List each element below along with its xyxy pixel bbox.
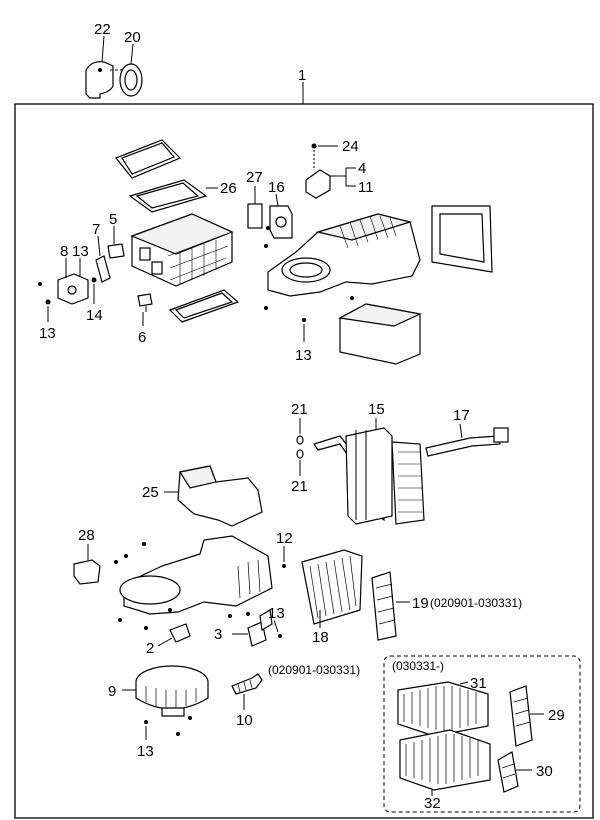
heater-housing (267, 213, 421, 297)
label-11: 11 (358, 179, 374, 196)
part-16-gasket (269, 205, 293, 239)
part-3-bracket (247, 609, 273, 647)
label-7: 7 (92, 221, 100, 238)
label-6: 6 (138, 329, 146, 346)
label-13-lower: 13 (268, 605, 285, 622)
note-19: (020901-030331) (430, 596, 522, 610)
part-4-11-actuator (305, 169, 331, 199)
label-29: 29 (548, 707, 565, 724)
label-8: 8 (60, 243, 68, 260)
note-box: (030331-) (392, 659, 444, 673)
label-9: 9 (108, 683, 116, 700)
label-22: 22 (94, 21, 111, 38)
part-29-frame (509, 685, 533, 747)
label-12: 12 (276, 530, 293, 547)
part-17-pipe (425, 427, 509, 457)
part-2-connector (169, 623, 191, 643)
label-18: 18 (312, 629, 329, 646)
label-10: 10 (236, 712, 253, 729)
label-27: 27 (246, 169, 263, 186)
assembly-frame (14, 103, 594, 819)
label-17: 17 (453, 407, 470, 424)
part-14-screw (91, 277, 97, 283)
filter-frame-top (115, 139, 182, 179)
blower-lower-housing (119, 535, 273, 615)
intake-housing (130, 213, 234, 287)
note-18: (020901-030331) (268, 663, 360, 677)
label-3: 3 (214, 626, 222, 643)
part-19-filter (371, 571, 397, 641)
label-21-bottom: 21 (291, 478, 308, 495)
part-18-filter (301, 549, 363, 625)
part-22-bracket (85, 61, 114, 99)
label-14: 14 (86, 307, 103, 324)
part-31-filter (397, 681, 489, 737)
part-25-cover (177, 465, 263, 527)
label-16: 16 (268, 179, 285, 196)
label-2: 2 (146, 640, 154, 657)
label-28: 28 (78, 527, 95, 544)
label-13-housing: 13 (295, 347, 312, 364)
label-20: 20 (124, 29, 141, 46)
label-13-motor: 13 (137, 743, 154, 760)
label-24: 24 (342, 138, 359, 155)
part-28-resistor (73, 559, 101, 585)
label-13-left: 13 (39, 325, 56, 342)
label-19: 19 (412, 595, 429, 612)
part-26-seal (128, 179, 208, 213)
part-10-hose (231, 673, 263, 695)
part-21-orings (296, 435, 304, 459)
part-24-screw (311, 143, 317, 149)
label-4: 4 (358, 160, 366, 177)
part-20-grommet (119, 63, 143, 97)
alt-filter-box (383, 655, 581, 813)
label-30: 30 (536, 763, 553, 780)
label-25: 25 (142, 484, 159, 501)
housing-screws (264, 226, 354, 322)
label-15: 15 (368, 401, 385, 418)
duct-cover-lower (338, 303, 422, 365)
label-31: 31 (470, 675, 487, 692)
part-6-sensor (137, 293, 153, 312)
label-26: 26 (220, 180, 237, 197)
lower-filter-tray (168, 289, 240, 323)
motor-screws (144, 716, 192, 736)
label-13-upper: 13 (72, 243, 89, 260)
part-9-blower-motor (135, 665, 209, 717)
part-13-screw-a (38, 282, 51, 305)
label-21-top: 21 (291, 401, 308, 418)
part-15-evaporator (313, 427, 425, 525)
part-8-actuator (57, 273, 89, 305)
duct-frame-right (431, 205, 493, 273)
part-7-lever (95, 255, 111, 283)
part-5-clip (107, 243, 125, 259)
label-5: 5 (109, 211, 117, 228)
part-27-pad (247, 203, 263, 229)
label-32: 32 (424, 795, 441, 812)
lower-housing-screws (114, 542, 286, 630)
part-32-filter (399, 729, 491, 791)
part-30-frame (497, 751, 519, 793)
label-1: 1 (298, 67, 306, 84)
